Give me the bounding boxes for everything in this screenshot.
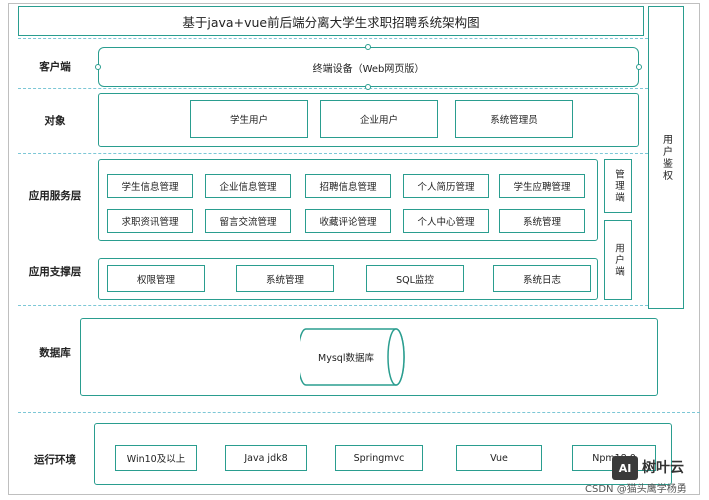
- object-panel: [98, 93, 639, 147]
- handle-dot: [365, 44, 371, 50]
- runtime-java: Java jdk8: [225, 445, 307, 471]
- row-label-object: 对象: [44, 114, 66, 127]
- separator: [18, 305, 648, 306]
- handle-dot: [636, 64, 642, 70]
- watermark-logo-icon: AI: [612, 456, 638, 480]
- row-label-client: 客户端: [39, 60, 71, 73]
- object-admin: 系统管理员: [455, 100, 573, 138]
- runtime-win10: Win10及以上: [115, 445, 197, 471]
- auth-column: 用户鉴权: [648, 6, 684, 309]
- support-panel: [98, 258, 598, 300]
- watermark-brand: 树叶云: [642, 460, 684, 476]
- row-label-app-service: 应用服务层: [28, 189, 82, 202]
- runtime-springmvc: Springmvc: [335, 445, 423, 471]
- service-personal-center: 个人中心管理: [403, 209, 489, 233]
- service-panel: [98, 159, 598, 241]
- service-favorite-comment: 收藏评论管理: [305, 209, 391, 233]
- runtime-panel: [94, 423, 672, 485]
- handle-dot: [365, 84, 371, 90]
- separator: [18, 153, 648, 154]
- support-sql-monitor: SQL监控: [366, 265, 464, 292]
- separator: [18, 38, 648, 39]
- support-log: 系统日志: [493, 265, 591, 292]
- watermark-csdn: CSDN @猫头鹰学杨勇: [585, 484, 687, 495]
- service-application: 学生应聘管理: [499, 174, 585, 198]
- row-label-database: 数据库: [39, 346, 71, 359]
- row-label-runtime: 运行环境: [34, 453, 76, 466]
- support-permission: 权限管理: [107, 265, 205, 292]
- separator: [18, 88, 648, 89]
- admin-side-box: 管理端: [604, 159, 632, 213]
- row-label-app-support: 应用支撑层: [28, 265, 82, 278]
- service-system: 系统管理: [499, 209, 585, 233]
- database-label: Mysql数据库: [318, 353, 374, 364]
- object-student: 学生用户: [190, 100, 308, 138]
- diagram-title: 基于java+vue前后端分离大学生求职招聘系统架构图: [18, 6, 644, 36]
- service-enterprise-info: 企业信息管理: [205, 174, 291, 198]
- diagram-frame: [8, 3, 700, 495]
- service-recruit-info: 招聘信息管理: [305, 174, 391, 198]
- database-panel: [80, 318, 658, 396]
- service-resume: 个人简历管理: [403, 174, 489, 198]
- service-student-info: 学生信息管理: [107, 174, 193, 198]
- separator: [18, 412, 700, 413]
- client-device-label: 终端设备（Web网页版）: [312, 63, 425, 75]
- service-message: 留言交流管理: [205, 209, 291, 233]
- object-enterprise: 企业用户: [320, 100, 438, 138]
- service-job-news: 求职资讯管理: [107, 209, 193, 233]
- database-cylinder-icon: [300, 328, 405, 386]
- user-side-box: 用户端: [604, 220, 632, 300]
- client-device-box: 终端设备（Web网页版）: [98, 47, 639, 87]
- support-system: 系统管理: [236, 265, 334, 292]
- handle-dot: [95, 64, 101, 70]
- runtime-vue: Vue: [456, 445, 542, 471]
